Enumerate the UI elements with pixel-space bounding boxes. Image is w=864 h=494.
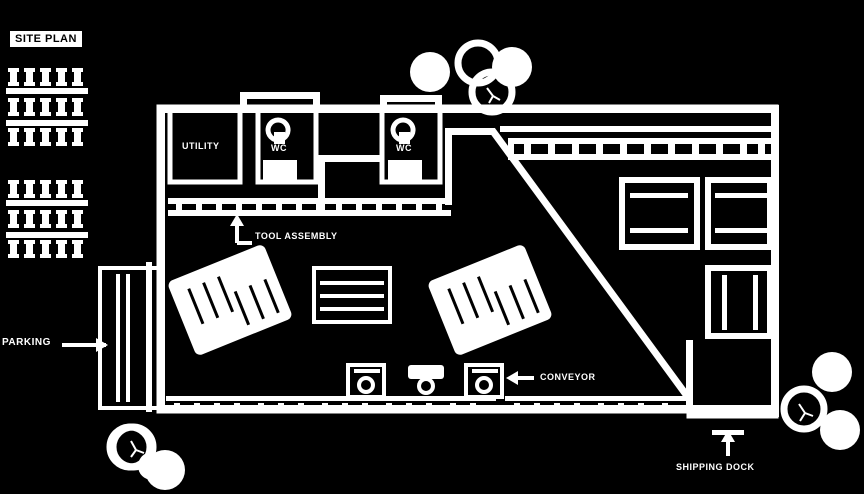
workstation-1	[346, 363, 386, 399]
equipment-block-1	[619, 177, 700, 250]
parking-lot	[6, 68, 88, 258]
parking-row-lower	[6, 180, 88, 258]
equipment-block-2	[705, 177, 773, 250]
label-wc-left: WC	[271, 143, 287, 153]
curtain-wall-north	[500, 126, 772, 160]
label-bench: BENCH	[412, 366, 443, 375]
arrow-parking-entry	[62, 338, 108, 352]
label-parking-entry: PARKING	[2, 337, 51, 348]
label-tool-assembly: TOOL ASSEMBLY	[255, 231, 338, 241]
angled-panel-right	[428, 245, 552, 355]
arrow-loading-dock	[712, 430, 744, 456]
service-rooms	[167, 92, 443, 210]
central-rack	[312, 266, 392, 324]
label-loading-dock: SHIPPING DOCK	[676, 462, 755, 472]
parking-row-upper	[6, 68, 88, 146]
curtain-wall-south-right	[505, 396, 687, 409]
interior-glazing-top	[168, 128, 495, 216]
tree-cluster-top	[410, 43, 532, 112]
wc-fixture-left	[263, 117, 297, 182]
wc-fixture-right	[388, 117, 422, 182]
label-wc-right: WC	[396, 143, 412, 153]
arrow-conveyor	[506, 371, 534, 385]
arrow-tool-assembly	[230, 214, 252, 245]
workstation-2	[408, 365, 444, 395]
angled-panel-left	[168, 245, 292, 355]
curtain-wall-south-left	[166, 396, 496, 409]
workstation-3	[464, 363, 504, 399]
label-utility-room: UTILITY	[182, 141, 220, 151]
equipment-block-3	[705, 265, 773, 339]
site-plan-title: SITE PLAN	[10, 31, 82, 47]
diagonal-partition	[489, 127, 693, 412]
tree-cluster-bottom-right	[784, 352, 860, 450]
tree-cluster-bottom-left	[110, 427, 185, 490]
label-conveyor: CONVEYOR	[540, 372, 596, 382]
entry-vestibule	[98, 262, 162, 412]
